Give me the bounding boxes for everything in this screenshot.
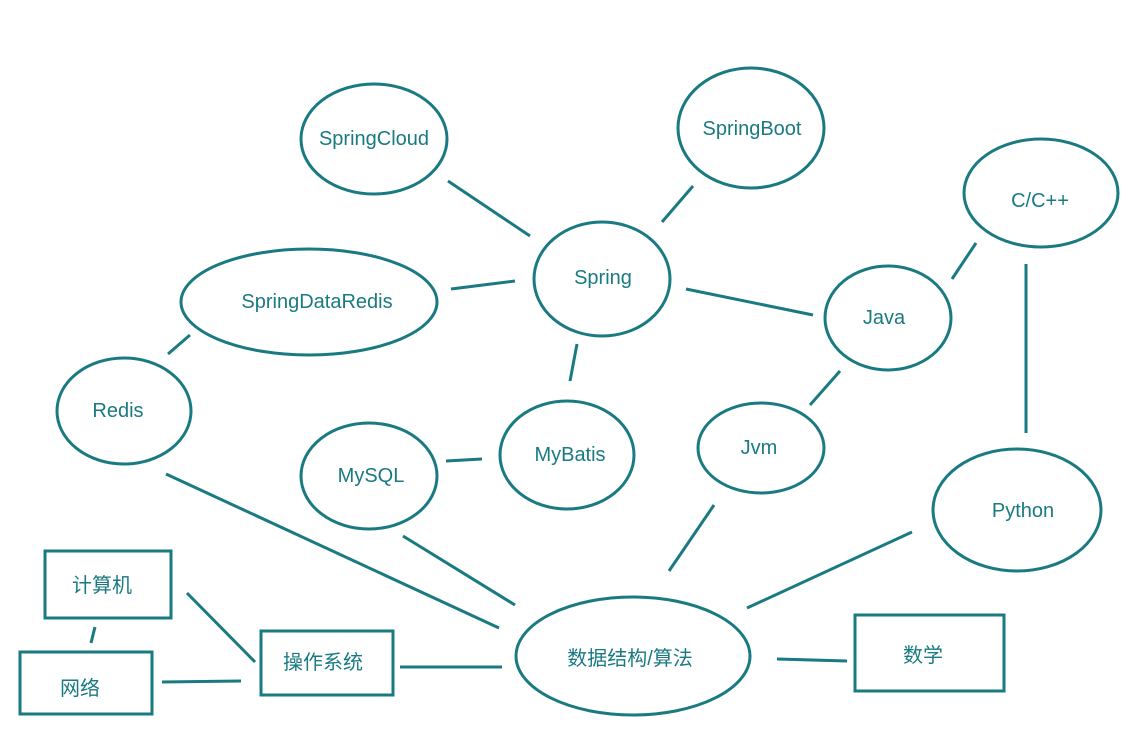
node-cpp-label: C/C++	[1011, 190, 1069, 212]
node-network-label: 网络	[60, 677, 100, 700]
edges	[89, 179, 1028, 684]
node-python-label: Python	[992, 500, 1054, 522]
edge-java-cpp	[950, 242, 978, 280]
node-jvm-label: Jvm	[741, 437, 778, 459]
edge-springboot-spring	[660, 185, 695, 223]
edge-network-os	[161, 679, 242, 684]
edge-computer-os	[185, 591, 257, 664]
node-computer-label: 计算机	[72, 574, 132, 597]
node-mybatis-label: MyBatis	[534, 444, 605, 466]
node-mybatis: MyBatis	[498, 399, 636, 511]
edge-dsa-math	[776, 657, 848, 663]
edge-springdataredis-spring	[450, 279, 516, 291]
node-dsa-label: 数据结构/算法	[567, 647, 693, 670]
node-spring: Spring	[532, 220, 672, 338]
edge-spring-java	[685, 287, 814, 317]
node-cpp: C/C++	[962, 137, 1120, 249]
node-java-label: Java	[863, 307, 906, 329]
node-python: Python	[931, 447, 1103, 573]
node-java: Java	[823, 264, 953, 372]
edge-computer-network	[89, 626, 97, 644]
edge-mysql-mybatis	[445, 457, 483, 463]
node-springboot: SpringBoot	[676, 66, 826, 190]
node-math-label: 数学	[903, 644, 943, 667]
node-math: 数学	[853, 613, 1006, 693]
edge-springdataredis-redis	[167, 333, 191, 356]
node-network: 网络	[18, 650, 154, 716]
edge-spring-mybatis	[568, 343, 579, 382]
edge-python-dsa	[746, 530, 913, 610]
node-spring-label: Spring	[574, 267, 632, 289]
edge-redis-dsa	[165, 472, 500, 630]
edge-jvm-dsa	[667, 504, 716, 572]
edge-springcloud-spring	[447, 179, 531, 238]
edge-mysql-dsa	[402, 534, 516, 607]
node-springdataredis-label: SpringDataRedis	[241, 291, 392, 313]
node-os: 操作系统	[259, 629, 395, 697]
node-mysql-label: MySQL	[338, 465, 405, 487]
node-computer: 计算机	[43, 549, 173, 620]
node-redis: Redis	[55, 356, 193, 466]
node-springdataredis: SpringDataRedis	[179, 247, 439, 357]
edge-java-jvm	[808, 370, 842, 406]
node-redis-label: Redis	[92, 400, 143, 422]
node-jvm: Jvm	[696, 401, 826, 495]
node-os-label: 操作系统	[283, 651, 363, 674]
node-dsa: 数据结构/算法	[514, 595, 752, 717]
node-springcloud-label: SpringCloud	[319, 128, 429, 150]
node-mysql: MySQL	[299, 421, 439, 531]
node-springboot-label: SpringBoot	[703, 118, 802, 140]
node-springcloud: SpringCloud	[299, 82, 449, 196]
